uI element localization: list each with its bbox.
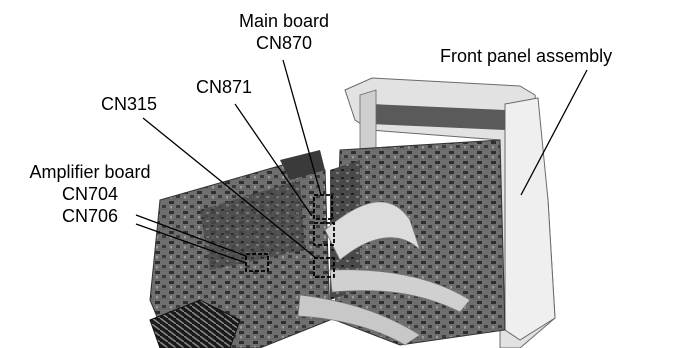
leader-front-panel (520, 69, 588, 196)
cn706-label: CN706 (61, 206, 119, 226)
amplifier-board-label: Amplifier board (29, 162, 151, 182)
ribbon-cables (297, 201, 471, 346)
cn704-label: CN704 (61, 184, 119, 204)
leader-cn315 (142, 117, 317, 259)
leader-cn706 (135, 223, 247, 264)
connector-boxes (245, 194, 335, 278)
leader-cn871 (234, 103, 313, 217)
box-cn870 (313, 194, 333, 220)
leader-cn870 (282, 59, 322, 196)
box-cn704-cn706 (245, 253, 269, 272)
main-board-label: Main board (238, 11, 330, 31)
box-cn871 (313, 222, 335, 246)
box-cn315 (313, 257, 335, 278)
cn871-label: CN871 (196, 77, 253, 97)
cn870-label: CN870 (255, 33, 313, 53)
heatsink-shape (149, 299, 241, 348)
leader-lines (135, 59, 588, 264)
cn315-label: CN315 (101, 94, 158, 114)
leader-cn704 (135, 214, 247, 257)
front-panel-assembly-label: Front panel assembly (440, 46, 613, 66)
